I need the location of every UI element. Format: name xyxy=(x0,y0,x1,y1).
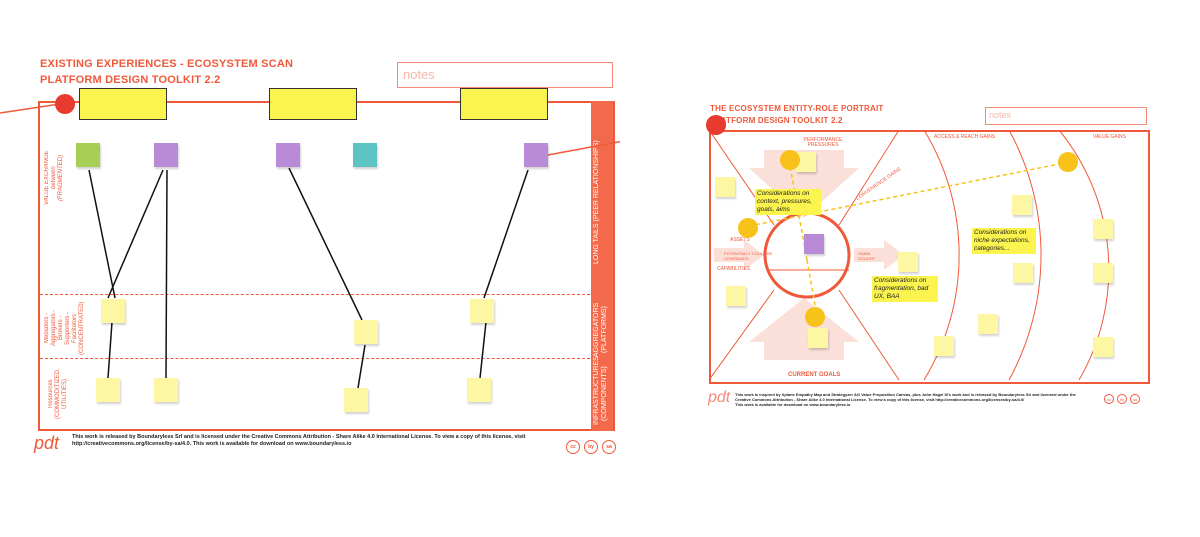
sticky-note-purple-2[interactable] xyxy=(276,143,300,167)
yellow-bar-1[interactable] xyxy=(79,88,167,120)
sa-icon: sa xyxy=(1130,394,1140,404)
right-notes-placeholder: notes xyxy=(989,110,1012,120)
left-notes-placeholder: notes xyxy=(403,67,435,82)
right-anchor-dot xyxy=(706,115,726,135)
right-title: THE ECOSYSTEM ENTITY-ROLE PORTRAIT xyxy=(710,104,884,113)
right-canvas-frame xyxy=(709,130,1150,384)
sticky-note-yellow[interactable] xyxy=(1093,337,1113,357)
sticky-note-yellow[interactable] xyxy=(978,314,998,334)
sticky-note-yellow[interactable] xyxy=(1093,219,1113,239)
sticky-note-green[interactable] xyxy=(76,143,100,167)
sticky-note-purple-3[interactable] xyxy=(524,143,548,167)
label-potentially-leveraged: POTENTIALLY COULD BE LEVERAGED xyxy=(724,251,773,261)
right-license-icons: cc by sa xyxy=(1104,394,1140,404)
marker-dot xyxy=(805,307,825,327)
sticky-note-yellow[interactable] xyxy=(934,336,954,356)
label-capabilities: CAPABILITIES xyxy=(717,266,751,272)
by-icon: by xyxy=(584,440,598,454)
left-notes-field[interactable]: notes xyxy=(397,62,613,88)
right-pdt-logo: pdt xyxy=(708,389,731,406)
left-subtitle: PLATFORM DESIGN TOOLKIT 2.2 xyxy=(40,74,221,86)
left-pdt-logo: pdt xyxy=(34,433,60,453)
yellow-bar-2[interactable] xyxy=(269,88,357,120)
left-license-text: This work is released by Boundaryless Sr… xyxy=(72,434,526,447)
label-access-reach-gains: ACCESS & REACH GAINS xyxy=(934,134,996,140)
sticky-note-yellow[interactable] xyxy=(1012,195,1032,215)
left-side-band xyxy=(591,101,613,431)
marker-dot xyxy=(738,218,758,238)
right-diagram-shapes xyxy=(709,130,1110,381)
sticky-note-yellow[interactable] xyxy=(344,388,368,412)
sa-icon: sa xyxy=(602,440,616,454)
sticky-note-yellow[interactable] xyxy=(726,286,746,306)
label-assets: ASSETS xyxy=(730,237,750,243)
label-value-gains: VALUE GAINS xyxy=(1093,134,1126,140)
label-performance-pressures: PERFORMANCE PRESSURES xyxy=(803,137,843,148)
label-current-goals: CURRENT GOALS xyxy=(788,372,841,378)
right-subtitle: PLATFORM DESIGN TOOLKIT 2.2 xyxy=(710,116,843,125)
sticky-note-yellow[interactable] xyxy=(1013,263,1033,283)
sticky-note-yellow[interactable] xyxy=(898,252,918,272)
annotation-context-pressures: Considerations on context, pressures, go… xyxy=(755,189,821,215)
sticky-note-yellow[interactable] xyxy=(715,177,735,197)
annotation-fragmentation: Considerations on fragmentation, bad UX,… xyxy=(872,276,938,302)
left-license-icons: cc by sa xyxy=(566,440,616,454)
sticky-note-yellow[interactable] xyxy=(101,299,125,323)
infrastructure-divider xyxy=(40,358,590,359)
sticky-note-purple-1[interactable] xyxy=(154,143,178,167)
annotation-niche-expectations: Considerations on niche expectations, ca… xyxy=(972,228,1036,254)
cc-icon: cc xyxy=(1104,394,1114,404)
by-icon: by xyxy=(1117,394,1127,404)
left-title: EXISTING EXPERIENCES - ECOSYSTEM SCAN xyxy=(40,58,294,70)
right-license-text: This work is inspired by Xplane Empathy … xyxy=(735,392,1076,407)
left-connection-lines xyxy=(0,103,620,389)
marker-dot xyxy=(1058,152,1078,172)
sticky-note-yellow[interactable] xyxy=(96,378,120,402)
left-anchor-dot xyxy=(55,94,75,114)
sticky-note-yellow[interactable] xyxy=(808,328,828,348)
sticky-note-yellow[interactable] xyxy=(1093,263,1113,283)
right-notes-field[interactable]: notes xyxy=(985,107,1147,125)
yellow-bar-3[interactable] xyxy=(460,88,548,120)
sticky-note-yellow[interactable] xyxy=(154,378,178,402)
sticky-note-yellow[interactable] xyxy=(354,320,378,344)
sticky-note-yellow[interactable] xyxy=(467,378,491,402)
marker-dot xyxy=(780,150,800,170)
sticky-note-teal[interactable] xyxy=(353,143,377,167)
sticky-note-purple[interactable] xyxy=(804,234,824,254)
aggregator-divider xyxy=(40,294,590,295)
cc-icon: cc xyxy=(566,440,580,454)
sticky-note-yellow[interactable] xyxy=(470,299,494,323)
sticky-note-yellow[interactable] xyxy=(796,152,816,172)
label-gains-sought: GAINS SOUGHT xyxy=(858,251,876,261)
